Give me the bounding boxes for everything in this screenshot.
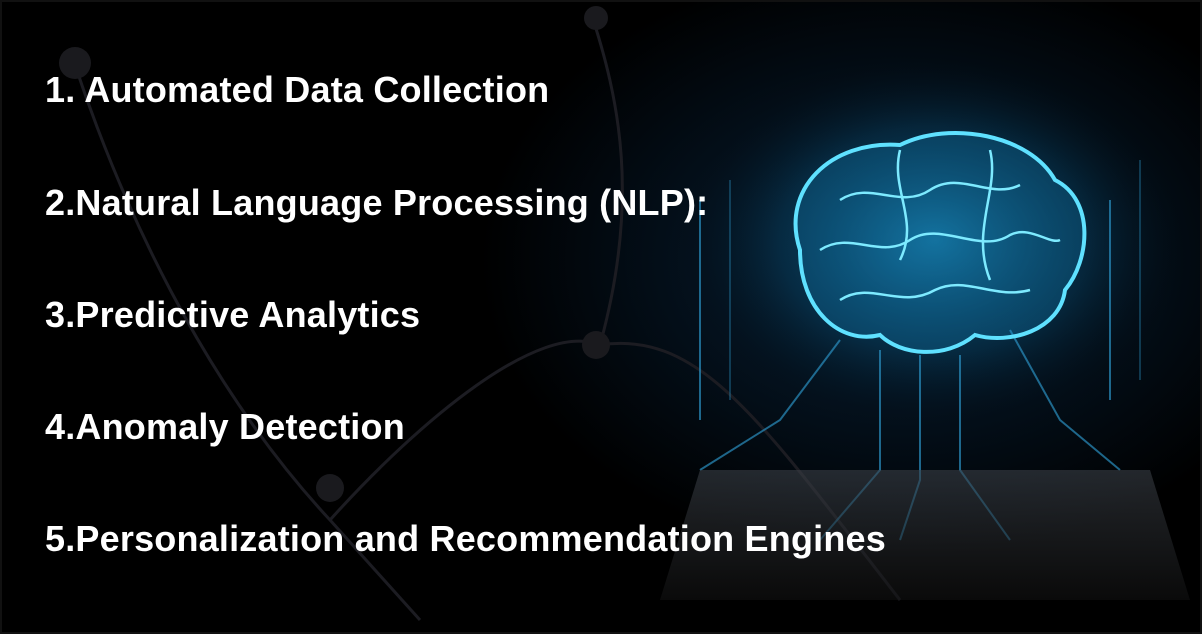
faint-network-lines	[73, 9, 902, 622]
list-item-nlp: 2.Natural Language Processing (NLP):	[45, 182, 709, 223]
list-item-predictive-analytics: 3.Predictive Analytics	[45, 294, 421, 335]
network-nodes	[59, 6, 610, 502]
brain-icon	[793, 131, 1087, 354]
chip-surface	[660, 470, 1190, 600]
list-item-anomaly-detection: 4.Anomaly Detection	[45, 406, 405, 447]
list-item-personalization-recommendation: 5.Personalization and Recommendation Eng…	[45, 518, 886, 559]
list-item-automated-data-collection: 1. Automated Data Collection	[45, 69, 550, 110]
